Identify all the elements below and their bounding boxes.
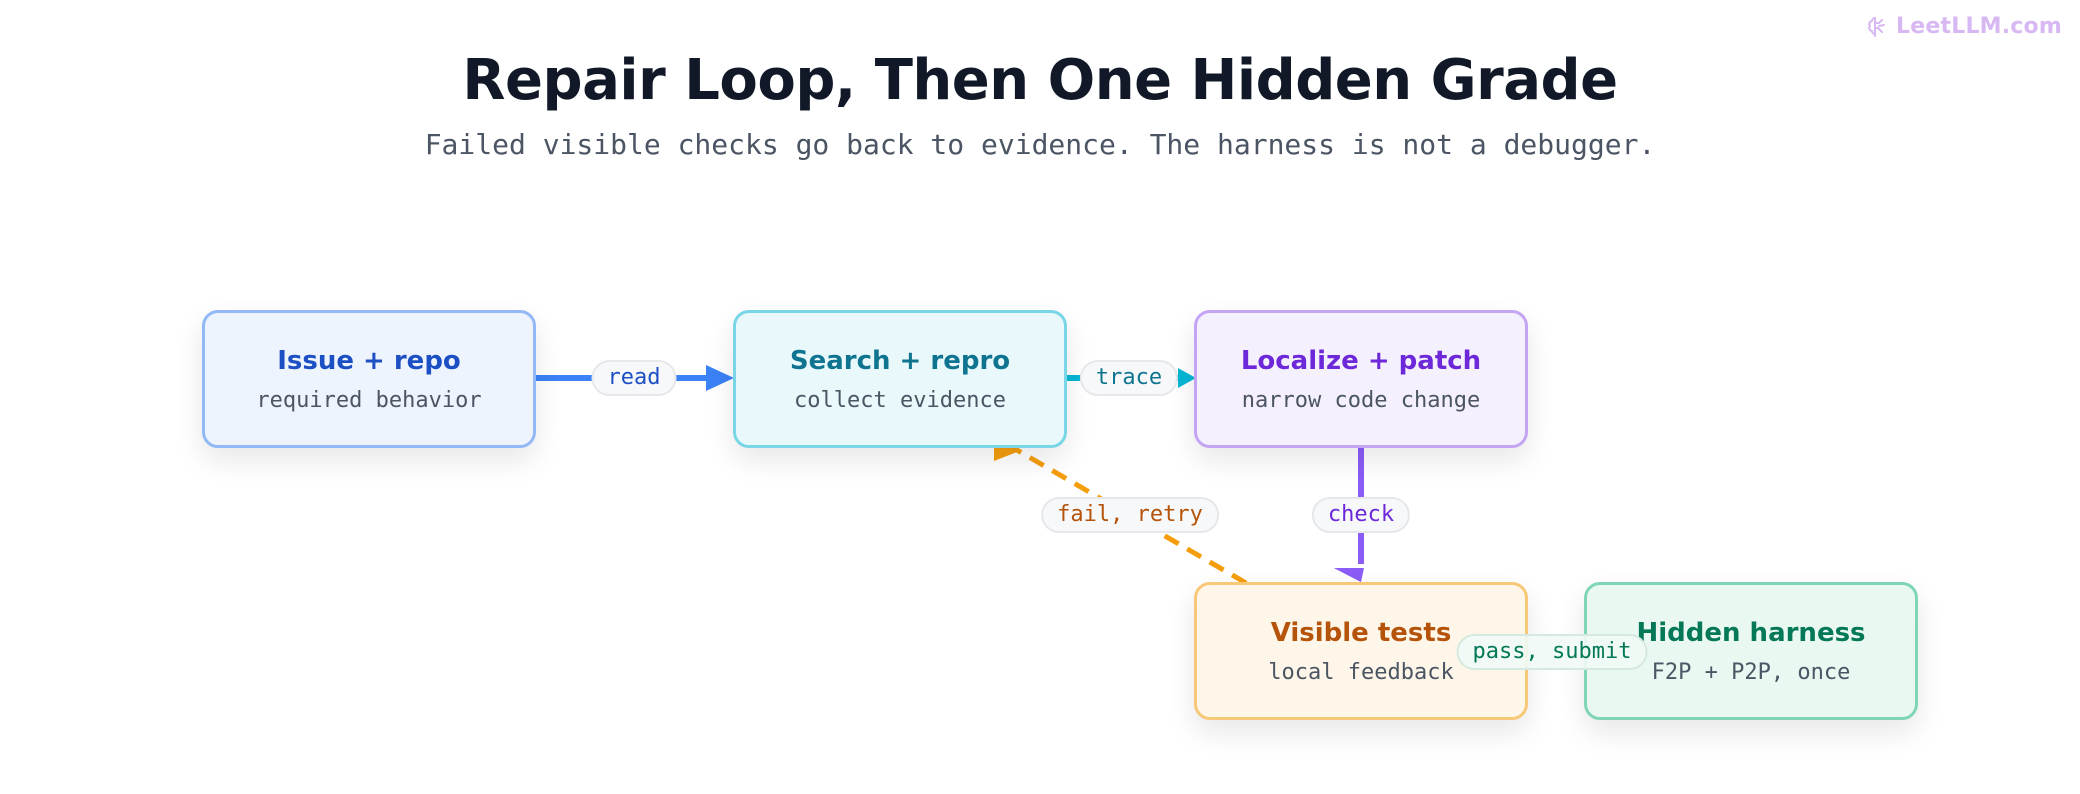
- node-search-repro: Search + repro collect evidence: [733, 310, 1067, 448]
- node-localize-patch: Localize + patch narrow code change: [1194, 310, 1528, 448]
- brain-icon: [1866, 15, 1890, 39]
- node-hidden-harness: Hidden harness F2P + P2P, once: [1584, 582, 1918, 720]
- node-search-repro-subtitle: collect evidence: [794, 387, 1006, 413]
- node-visible-tests-subtitle: local feedback: [1268, 659, 1454, 685]
- node-localize-patch-title: Localize + patch: [1240, 345, 1482, 376]
- edge-label-read: read: [591, 360, 677, 396]
- edge-label-trace: trace: [1079, 360, 1179, 396]
- diagram-title: Repair Loop, Then One Hidden Grade: [462, 48, 1618, 113]
- node-issue-repo: Issue + repo required behavior: [202, 310, 536, 448]
- edge-check-arrowhead-tail: [1334, 568, 1364, 582]
- node-hidden-harness-subtitle: F2P + P2P, once: [1651, 659, 1851, 685]
- edge-check-arrowhead: [1334, 568, 1361, 582]
- node-issue-repo-subtitle: required behavior: [256, 387, 482, 413]
- watermark: LeetLLM.com: [1866, 14, 2062, 39]
- edge-label-submit: pass, submit: [1456, 634, 1648, 670]
- edge-read-arrowhead: [706, 365, 734, 391]
- edge-label-retry: fail, retry: [1041, 497, 1219, 533]
- edge-label-check: check: [1311, 497, 1411, 533]
- node-search-repro-title: Search + repro: [789, 345, 1011, 376]
- node-visible-tests-title: Visible tests: [1270, 617, 1452, 648]
- node-localize-patch-subtitle: narrow code change: [1241, 387, 1481, 413]
- node-hidden-harness-title: Hidden harness: [1636, 617, 1866, 648]
- node-issue-repo-title: Issue + repo: [277, 345, 461, 376]
- watermark-text: LeetLLM.com: [1896, 14, 2062, 39]
- diagram-subtitle: Failed visible checks go back to evidenc…: [424, 128, 1656, 161]
